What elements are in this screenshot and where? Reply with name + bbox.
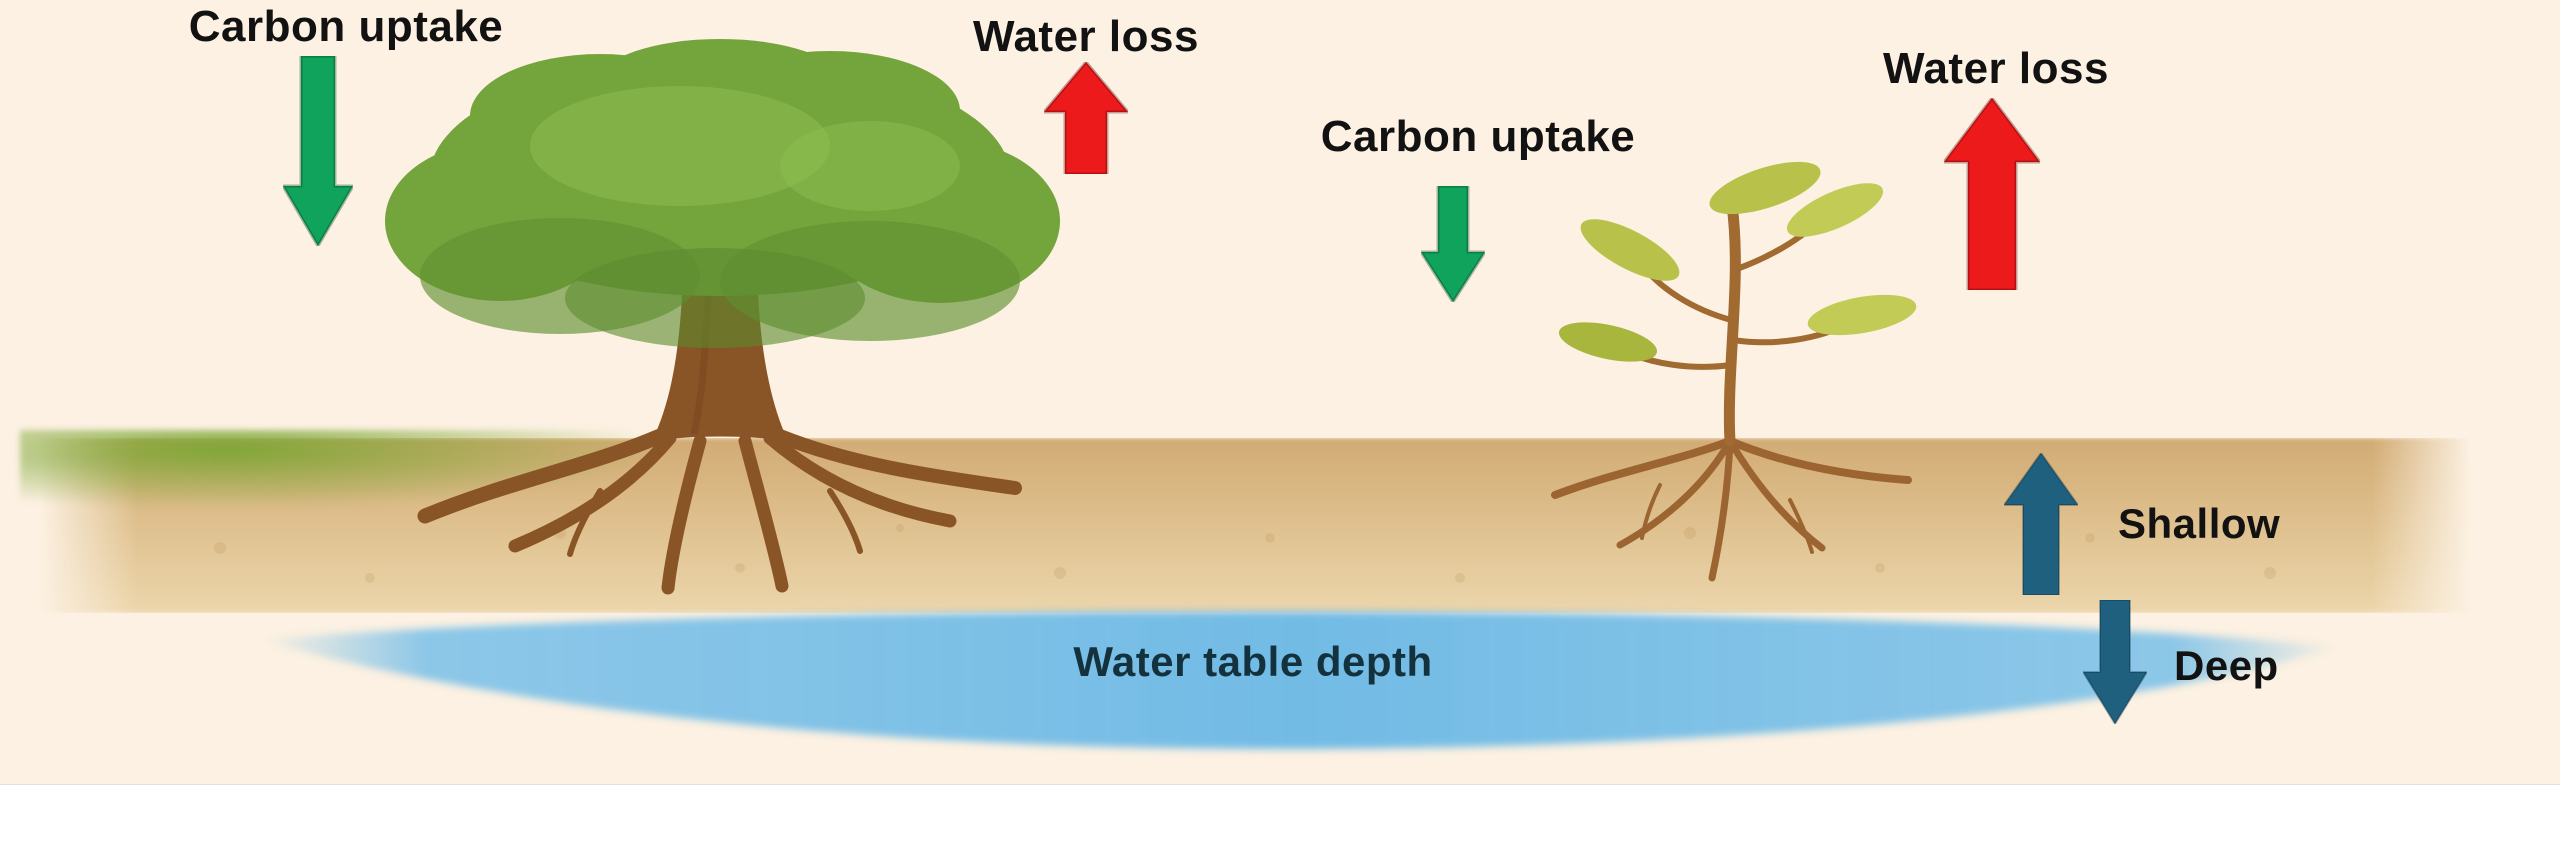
page-bottom-margin — [0, 784, 2560, 854]
tree-illustration — [385, 39, 1060, 595]
water-loss-right-label: Water loss — [1883, 44, 2109, 93]
carbon-uptake-right-label: Carbon uptake — [1320, 112, 1636, 161]
seedling-leaves — [1558, 161, 1917, 362]
water-loss-left-arrow-up-icon — [1044, 62, 1128, 174]
shallow-label: Shallow — [2118, 500, 2281, 547]
water-loss-right-arrow-up-icon — [1944, 98, 2040, 290]
carbon-uptake-right-arrow-down-icon — [1421, 186, 1485, 302]
carbon-uptake-left-label: Carbon uptake — [188, 2, 504, 51]
shallow-arrow-up-icon — [2004, 453, 2078, 595]
tree-roots — [417, 428, 1022, 595]
deep-label: Deep — [2174, 642, 2279, 689]
seedling-roots — [1551, 437, 1912, 582]
deep-arrow-down-icon — [2083, 600, 2147, 724]
water-table-band — [260, 611, 2340, 749]
water-table-depth-label: Water table depth — [1073, 638, 1433, 685]
seedling-illustration — [1551, 161, 1917, 582]
tree-canopy — [385, 39, 1060, 348]
carbon-uptake-left-arrow-down-icon — [283, 56, 353, 246]
water-loss-left-label: Water loss — [973, 12, 1199, 61]
